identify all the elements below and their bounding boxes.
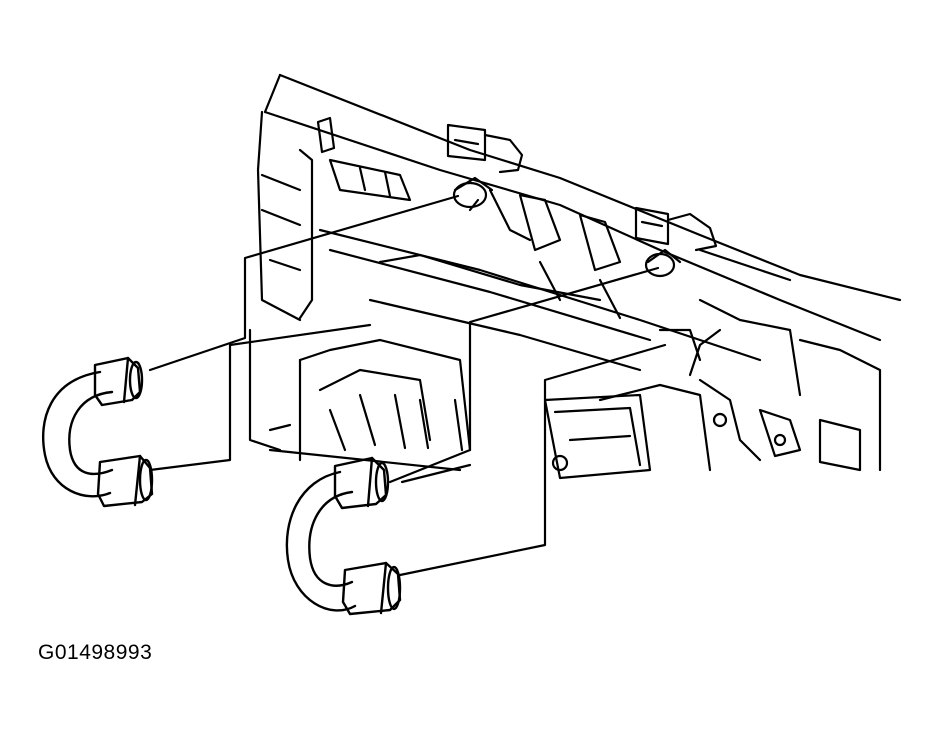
leader-line-5 [398,343,667,577]
hvac-housing [248,73,902,480]
leader-line-2 [468,198,480,212]
figure-id-label: G01498993 [38,641,153,664]
leader-line-4 [388,266,660,484]
heater-hose-right [285,456,402,616]
heater-core-pipes [452,176,682,278]
heater-hose-left [41,356,154,508]
leader-line-1 [148,194,460,372]
leader-lines [148,194,667,577]
leader-line-3 [148,323,372,472]
